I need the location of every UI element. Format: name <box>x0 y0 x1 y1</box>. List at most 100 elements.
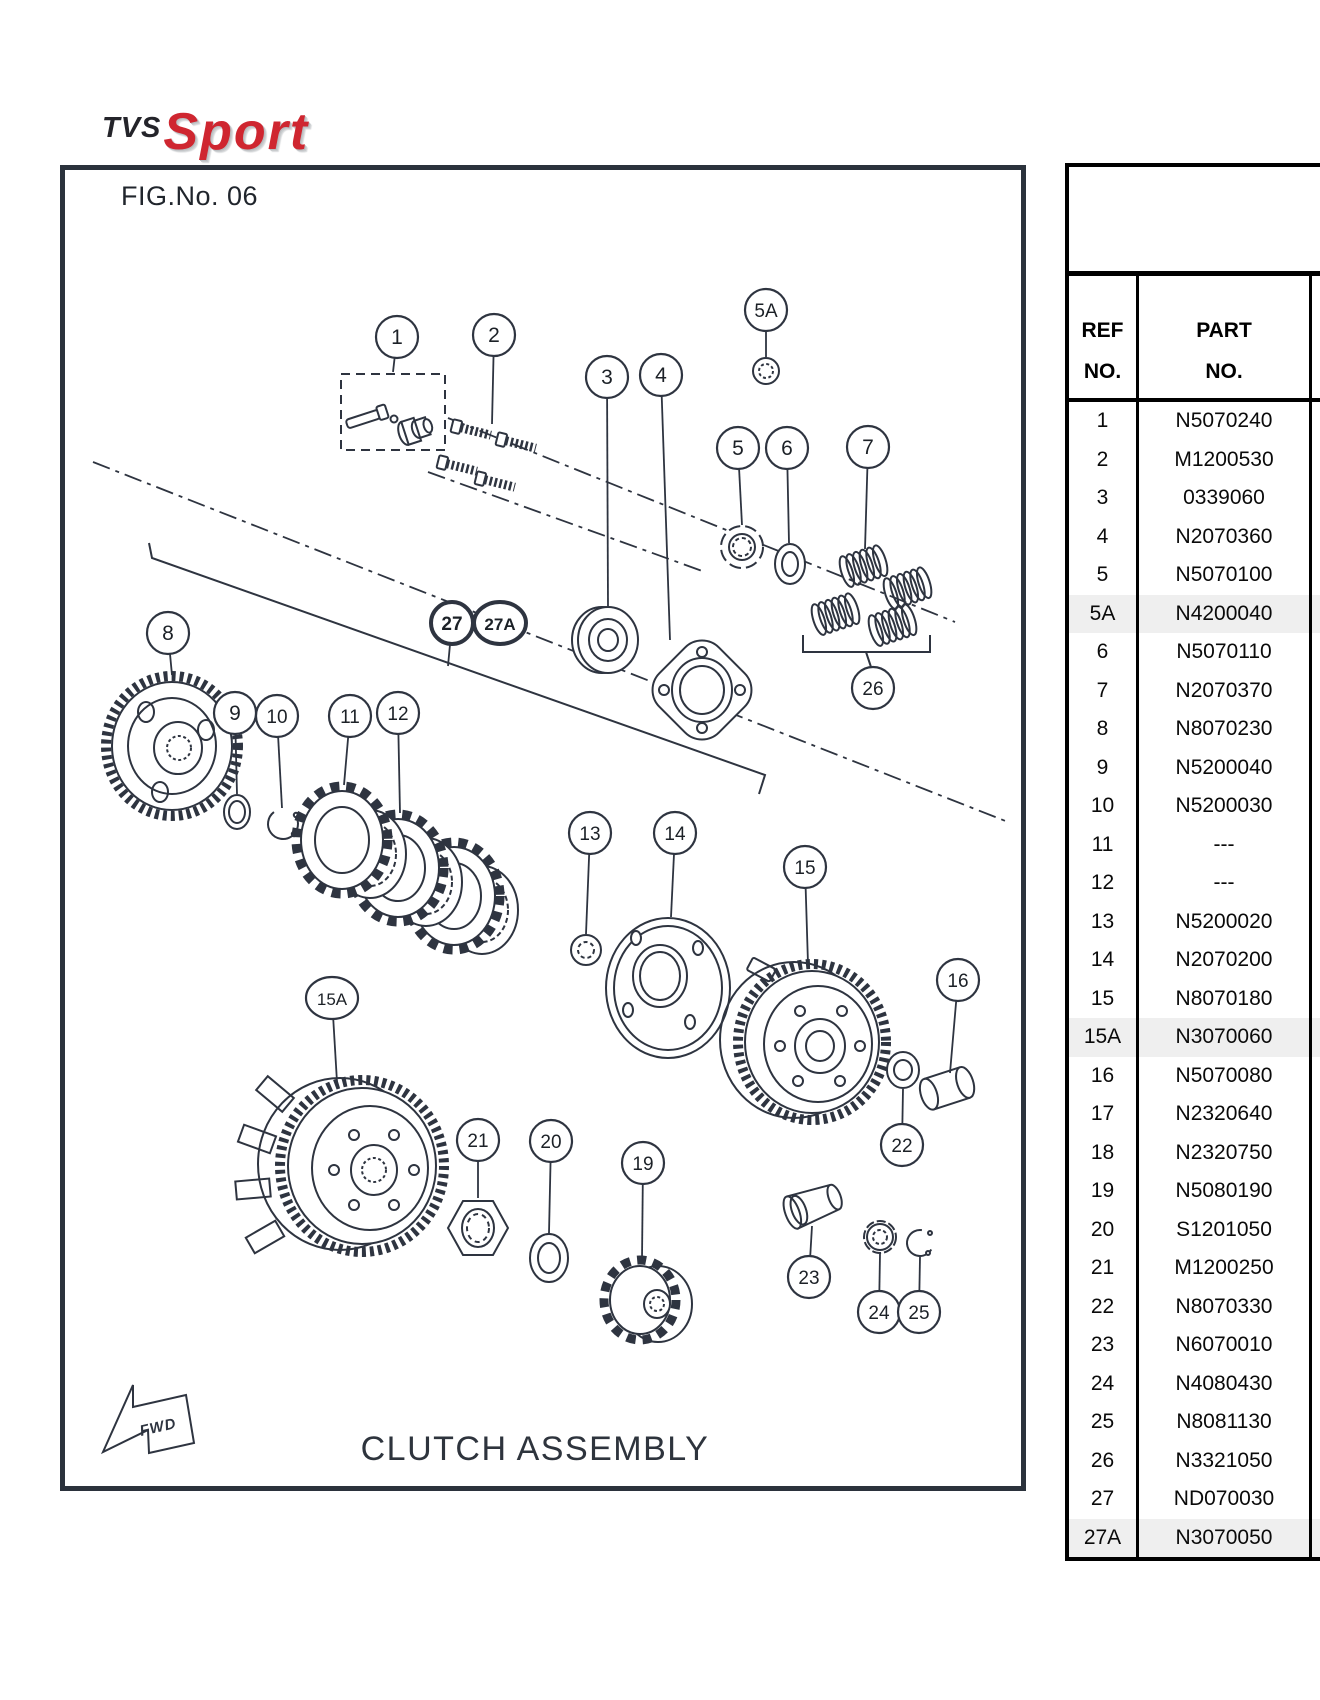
part-no-cell: N5070080 <box>1139 1056 1312 1095</box>
part-no-cell: N8070230 <box>1139 710 1312 749</box>
ref-no-cell: 18 <box>1069 1133 1139 1172</box>
part-2-bolts <box>435 418 537 492</box>
callout-circle-20 <box>528 1118 574 1164</box>
part-no-cell: N5070100 <box>1139 556 1312 595</box>
extra-cell <box>1312 556 1320 595</box>
part-6-washer <box>774 543 806 585</box>
ref-no-cell: 1 <box>1069 402 1139 441</box>
ref-no-cell: 8 <box>1069 710 1139 749</box>
callout-circle-25 <box>896 1289 942 1335</box>
callout-number-11: 11 <box>340 707 360 728</box>
ref-no-cell: 14 <box>1069 941 1139 980</box>
table-header: REF NO. PART NO. <box>1069 276 1320 402</box>
part-no-cell: N3321050 <box>1139 1441 1312 1480</box>
extra-cell <box>1312 402 1320 441</box>
logo-sport-text: Sport <box>163 103 310 161</box>
callout-circle-6 <box>764 425 810 471</box>
part-no-cell: M1200530 <box>1139 440 1312 479</box>
part-no-cell: N5200040 <box>1139 748 1312 787</box>
callout-number-3: 3 <box>601 366 613 389</box>
part-1-pushrod-kit <box>340 373 446 451</box>
part-no-cell: N5080190 <box>1139 1172 1312 1211</box>
extra-cell <box>1312 903 1320 942</box>
part-10-circlip <box>267 808 300 840</box>
part-no-cell: N5200030 <box>1139 787 1312 826</box>
part-19-drive-gear <box>599 1255 693 1345</box>
page-title: CLUTCH ASSEMBLY <box>360 1430 710 1468</box>
part-no-cell: N2070370 <box>1139 671 1312 710</box>
extra-cell <box>1312 710 1320 749</box>
part-11-12-clutch-plates <box>291 781 519 955</box>
extra-cell <box>1312 518 1320 557</box>
extra-cell <box>1312 1365 1320 1404</box>
callout-number-24: 24 <box>868 1303 890 1324</box>
callout-circle-19 <box>620 1140 666 1186</box>
callout-number-15: 15 <box>794 858 815 879</box>
callout-circle-15A <box>304 975 360 1021</box>
part-15a-clutch-hub <box>234 1074 449 1257</box>
kit-bracket-line <box>148 542 767 795</box>
part-14-pressure-plate <box>605 917 731 1059</box>
extra-cell <box>1312 1480 1320 1519</box>
part-no-cell: N8081130 <box>1139 1403 1312 1442</box>
extra-cell <box>1312 980 1320 1019</box>
part-no-cell: N2320640 <box>1139 1095 1312 1134</box>
part-no-cell: ND070030 <box>1139 1480 1312 1519</box>
part-no-cell: N2070360 <box>1139 517 1312 556</box>
extra-cell <box>1312 1442 1320 1481</box>
callout-circle-14 <box>652 810 698 856</box>
part-no-cell: M1200250 <box>1139 1249 1312 1288</box>
callout-circle-12 <box>375 690 421 736</box>
part-no-cell: N4200040 <box>1139 594 1312 633</box>
callout-number-20: 20 <box>540 1132 561 1153</box>
callout-leader-4 <box>660 374 671 641</box>
callout-circle-22 <box>879 1122 925 1168</box>
part-no-cell: N6070010 <box>1139 1326 1312 1365</box>
callout-leader-3 <box>606 376 609 607</box>
callout-circle-27A <box>472 600 528 646</box>
callout-number-5A: 5A <box>754 301 778 322</box>
table-row: 12--- <box>1069 864 1320 903</box>
part-no-cell: N8070180 <box>1139 979 1312 1018</box>
callout-circle-21 <box>455 1117 501 1163</box>
callout-number-10: 10 <box>266 707 287 728</box>
callout-number-6: 6 <box>781 437 793 460</box>
callout-circle-3 <box>584 354 630 400</box>
part-no-cell: N2320750 <box>1139 1133 1312 1172</box>
callout-number-5: 5 <box>732 437 744 460</box>
callout-number-12: 12 <box>387 704 408 725</box>
ref-no-cell: 17 <box>1069 1095 1139 1134</box>
extra-cell <box>1312 479 1320 518</box>
part-23-spacer <box>782 1183 843 1230</box>
part-no-cell: N5070240 <box>1139 402 1312 441</box>
callout-circle-16 <box>935 957 981 1003</box>
part-4-pressure-hub <box>651 639 753 741</box>
callout-circle-26 <box>850 665 896 711</box>
extra-cell <box>1312 1134 1320 1173</box>
callout-number-19: 19 <box>632 1154 653 1175</box>
ref-no-cell: 23 <box>1069 1326 1139 1365</box>
callout-number-25: 25 <box>908 1303 929 1324</box>
extra-cell <box>1312 672 1320 711</box>
extra-cell <box>1312 595 1320 634</box>
extra-cell <box>1312 1095 1320 1134</box>
extra-cell <box>1312 1326 1320 1365</box>
